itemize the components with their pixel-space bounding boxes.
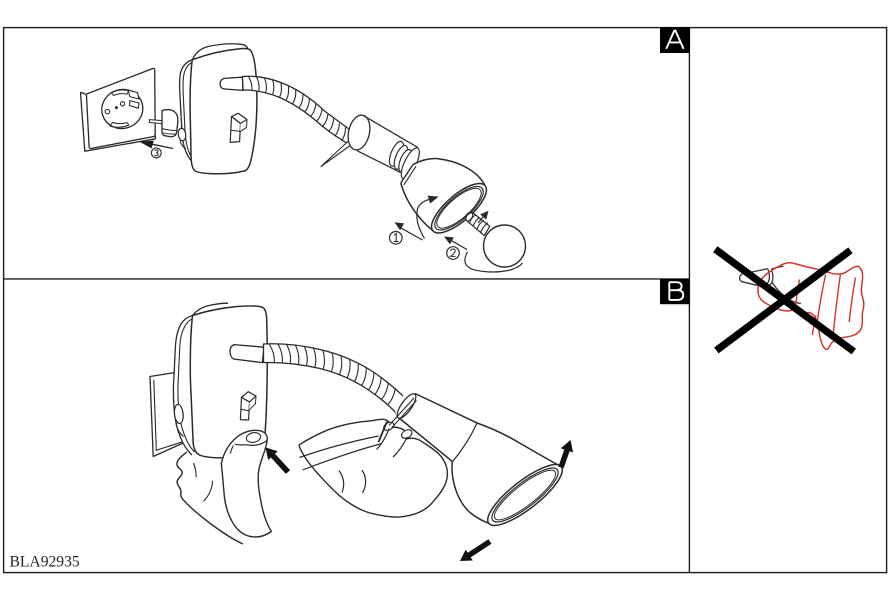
svg-text:BLA92935: BLA92935 (10, 554, 80, 571)
